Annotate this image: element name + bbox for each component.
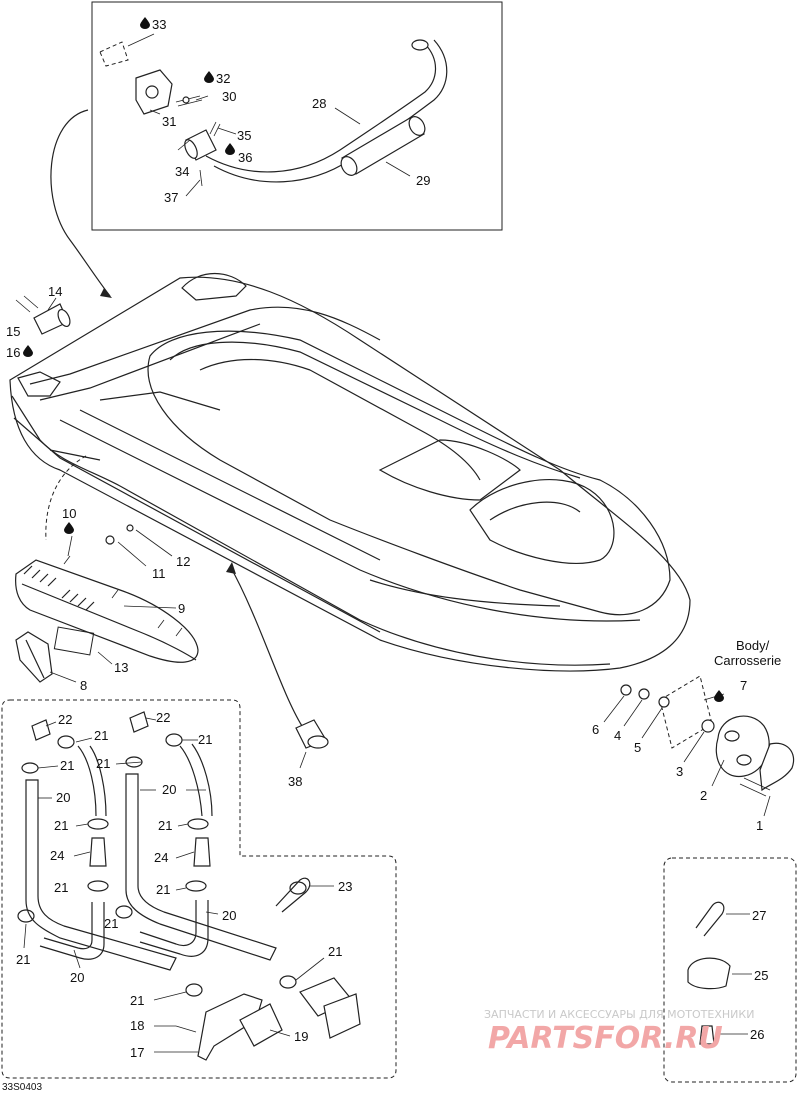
callout-35: 35 xyxy=(237,128,251,143)
reboarding-step: 10 11 12 9 13 8 xyxy=(15,506,199,693)
watermark-logo: PARTSFOR.RU xyxy=(488,1021,723,1056)
glue-drop-icon xyxy=(64,522,74,534)
callout-8: 8 xyxy=(80,678,87,693)
glue-drop-icon xyxy=(225,143,235,155)
callout-1: 1 xyxy=(756,818,763,833)
callout-31: 31 xyxy=(162,114,176,129)
callout-34: 34 xyxy=(175,164,189,179)
callout-27: 27 xyxy=(752,908,766,923)
callout-21h: 21 xyxy=(156,882,170,897)
callout-20a: 20 xyxy=(56,790,70,805)
part-14-fitting: 14 15 16 xyxy=(6,284,71,360)
callout-3: 3 xyxy=(676,764,683,779)
reference-arrow xyxy=(50,109,111,297)
callout-21d: 21 xyxy=(96,756,110,771)
callout-12: 12 xyxy=(176,554,190,569)
callout-28: 28 xyxy=(312,96,326,111)
callout-19: 19 xyxy=(294,1029,308,1044)
hose-panel: 22 22 21 21 21 21 20 20 21 21 24 24 21 2… xyxy=(1,699,397,1079)
callout-24b: 24 xyxy=(154,850,168,865)
inset-grab-handle: 33 32 30 31 35 36 34 37 28 29 xyxy=(91,1,503,231)
callout-7: 7 xyxy=(740,678,747,693)
callout-21b: 21 xyxy=(198,732,212,747)
callout-11: 11 xyxy=(152,566,166,581)
callout-26: 26 xyxy=(750,1027,764,1042)
callout-13: 13 xyxy=(114,660,128,675)
figure-code: 33S0403 xyxy=(2,1082,42,1093)
callout-14: 14 xyxy=(48,284,62,299)
callout-23: 23 xyxy=(338,879,352,894)
part-23-clamp xyxy=(275,877,311,913)
callout-36: 36 xyxy=(238,150,252,165)
callout-30: 30 xyxy=(222,89,236,104)
callout-37: 37 xyxy=(164,190,178,205)
callout-38: 38 xyxy=(288,774,302,789)
callout-21a: 21 xyxy=(94,728,108,743)
watermark-caption: ЗАПЧАСТИ И АКСЕССУАРЫ ДЛЯ МОТОТЕХНИКИ xyxy=(484,1008,754,1021)
callout-33: 33 xyxy=(152,17,166,32)
callout-22a: 22 xyxy=(58,712,72,727)
callout-18: 18 xyxy=(130,1018,144,1033)
callout-21l: 21 xyxy=(130,993,144,1008)
glue-drop-icon xyxy=(140,17,150,29)
callout-10: 10 xyxy=(62,506,76,521)
callout-20c: 20 xyxy=(222,908,236,923)
callout-21j: 21 xyxy=(16,952,30,967)
callout-22b: 22 xyxy=(156,710,170,725)
callout-21c: 21 xyxy=(60,758,74,773)
hull-body xyxy=(9,273,691,672)
callout-16: 16 xyxy=(6,345,20,360)
callout-21f: 21 xyxy=(158,818,172,833)
body-hardware: Body/ Carrosserie 7 6 4 5 3 2 1 xyxy=(592,638,795,833)
glue-drop-icon xyxy=(204,71,214,83)
glue-drop-icon xyxy=(23,345,33,357)
callout-9: 9 xyxy=(178,601,185,616)
part-38-sleeve: 38 xyxy=(288,719,329,789)
body-label-line2: Carrosserie xyxy=(714,653,781,668)
callout-21i: 21 xyxy=(104,916,118,931)
callout-15: 15 xyxy=(6,324,20,339)
callout-21k: 21 xyxy=(328,944,342,959)
callout-20b: 20 xyxy=(162,782,176,797)
callout-24a: 24 xyxy=(50,848,64,863)
callout-17: 17 xyxy=(130,1045,144,1060)
inset-clamps: 27 25 26 xyxy=(663,857,797,1083)
callout-29: 29 xyxy=(416,173,430,188)
body-label-line1: Body/ xyxy=(736,638,770,653)
callout-32: 32 xyxy=(216,71,230,86)
callout-21g: 21 xyxy=(54,880,68,895)
callout-25: 25 xyxy=(754,968,768,983)
callout-4: 4 xyxy=(614,728,621,743)
callout-5: 5 xyxy=(634,740,641,755)
callout-20d: 20 xyxy=(70,970,84,985)
callout-2: 2 xyxy=(700,788,707,803)
callout-21e: 21 xyxy=(54,818,68,833)
glue-drop-icon xyxy=(714,690,724,702)
callout-6: 6 xyxy=(592,722,599,737)
